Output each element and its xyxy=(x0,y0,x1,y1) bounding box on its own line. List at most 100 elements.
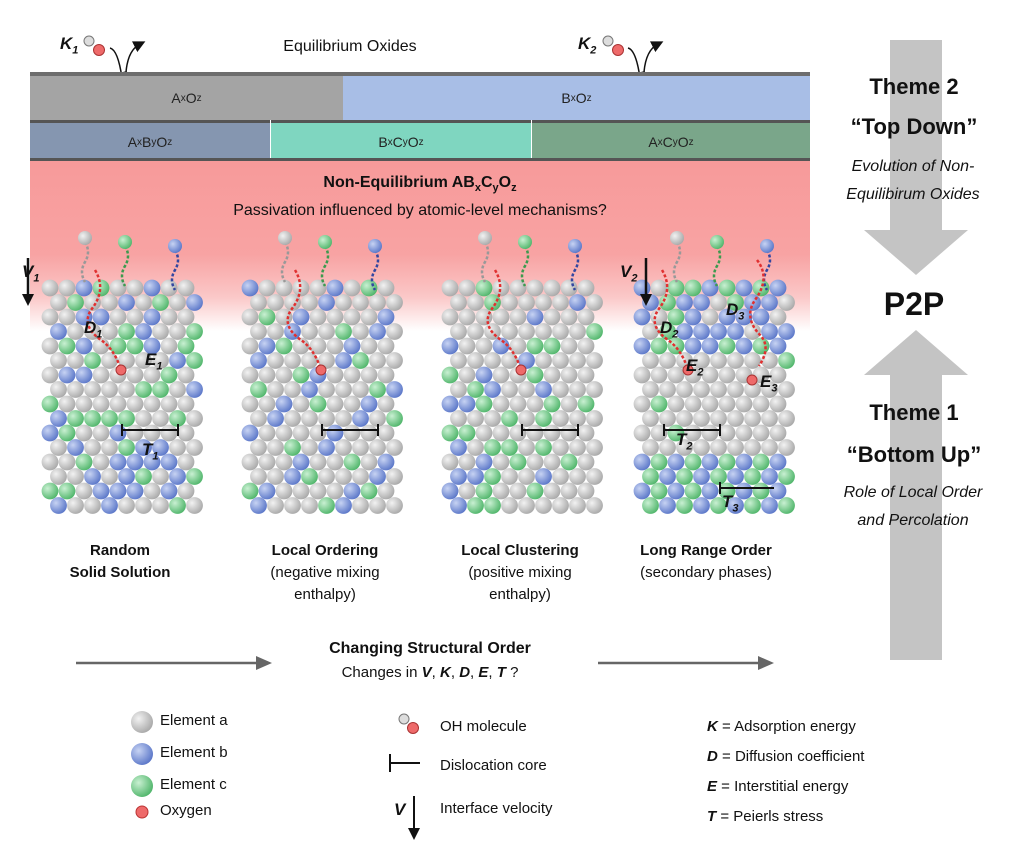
atom xyxy=(543,482,561,500)
atom xyxy=(309,453,327,471)
atom xyxy=(650,279,668,297)
atom xyxy=(667,482,685,500)
t2-label: T2 xyxy=(676,430,693,453)
atom xyxy=(441,366,459,384)
atom xyxy=(710,439,727,456)
atom xyxy=(169,439,186,456)
atom xyxy=(369,439,386,456)
atom xyxy=(58,395,76,413)
lattice-panel xyxy=(633,279,795,514)
equilibrium-oxides-label: Equilibrium Oxides xyxy=(283,38,417,55)
atom xyxy=(177,453,195,471)
atom xyxy=(769,424,787,442)
atom xyxy=(377,395,395,413)
atom xyxy=(118,410,135,427)
theme2-subtitle: “Top Down” xyxy=(850,114,978,139)
atom xyxy=(67,497,84,514)
atom xyxy=(352,294,369,311)
atom xyxy=(577,482,595,500)
atom xyxy=(693,468,710,485)
atom xyxy=(441,337,459,355)
atom xyxy=(152,323,169,340)
atom xyxy=(475,279,493,297)
atom xyxy=(633,482,651,500)
atom xyxy=(301,352,318,369)
element-b-icon xyxy=(131,743,153,765)
atom xyxy=(458,337,476,355)
atom xyxy=(67,294,84,311)
atom xyxy=(250,439,267,456)
oxygen-atom xyxy=(515,364,527,376)
atom xyxy=(769,395,787,413)
atom xyxy=(577,395,595,413)
atom xyxy=(710,294,727,311)
atom xyxy=(492,395,510,413)
adsorbate-atom xyxy=(118,235,132,249)
atom xyxy=(92,453,110,471)
atom xyxy=(633,395,651,413)
atom xyxy=(492,308,510,326)
atom xyxy=(360,482,378,500)
atom xyxy=(684,424,702,442)
atom xyxy=(135,410,152,427)
atom xyxy=(526,308,544,326)
k2-subscript: 2 xyxy=(590,44,597,57)
atom xyxy=(152,410,169,427)
atom xyxy=(75,366,93,384)
atom xyxy=(335,381,352,398)
oxygen-atom xyxy=(746,374,758,386)
atom xyxy=(241,424,259,442)
atom xyxy=(352,439,369,456)
atom xyxy=(275,366,293,384)
structural-order-title: Changing Structural Order xyxy=(329,640,531,657)
atom xyxy=(710,410,727,427)
atom xyxy=(275,482,293,500)
atom xyxy=(684,395,702,413)
atom xyxy=(484,381,501,398)
atom xyxy=(360,395,378,413)
k2-symbol: K xyxy=(578,34,591,53)
atom xyxy=(727,352,744,369)
atom xyxy=(778,323,795,340)
atom xyxy=(458,279,476,297)
atom xyxy=(377,366,395,384)
atom xyxy=(518,323,535,340)
oxygen-atom xyxy=(682,364,694,376)
atom xyxy=(84,294,101,311)
atom xyxy=(143,453,161,471)
nonequilibrium-title: Non-Equilibrium ABxCyOz xyxy=(323,174,517,195)
atom xyxy=(650,366,668,384)
atom xyxy=(633,337,651,355)
atom xyxy=(450,468,467,485)
atom xyxy=(50,497,67,514)
atom xyxy=(518,381,535,398)
atom xyxy=(475,308,493,326)
themes-arrows xyxy=(864,40,968,660)
atom xyxy=(744,323,761,340)
atom xyxy=(352,410,369,427)
legend-element-a: Element a xyxy=(160,712,228,729)
legend-velocity-symbol: V xyxy=(394,800,406,819)
v2-label: V2 xyxy=(620,262,638,285)
atom xyxy=(492,424,510,442)
atom xyxy=(267,323,284,340)
atom xyxy=(560,337,578,355)
atom xyxy=(535,294,552,311)
atom xyxy=(633,366,651,384)
atom xyxy=(92,279,110,297)
atom xyxy=(152,439,169,456)
atom xyxy=(169,323,186,340)
atom xyxy=(778,294,795,311)
atom xyxy=(484,294,501,311)
atom xyxy=(684,279,702,297)
atom xyxy=(386,468,403,485)
theme1-title: Theme 1 xyxy=(869,400,959,425)
atom xyxy=(241,308,259,326)
atom xyxy=(693,381,710,398)
atom xyxy=(492,366,510,384)
diffusion-path xyxy=(748,259,767,367)
atom xyxy=(467,323,484,340)
